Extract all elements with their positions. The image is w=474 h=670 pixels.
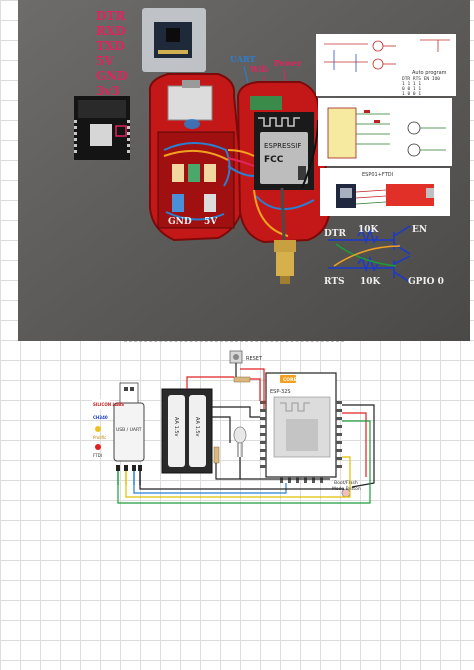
hand-label-resistor-bottom: 10K <box>360 277 382 287</box>
circuit-diagram: RESET USB / UART SILICON LABS CH340 <box>90 347 388 533</box>
pin-label-rxd: RXD <box>96 24 126 38</box>
header-board <box>250 96 282 110</box>
battery-slot-2 <box>188 164 200 182</box>
battery-slot-4 <box>172 194 184 212</box>
auto-program-schematic: Auto program DTR RTS EN IO0 1 1 1 1 0 0 … <box>316 34 456 97</box>
svg-text:0 0 1 1: 0 0 1 1 <box>402 86 421 92</box>
hand-label-dtr: DTR <box>324 229 347 239</box>
usb-chip-logos: SILICON LABS CH340 Prolific FTDI <box>92 399 124 458</box>
pin-label-5v: 5V <box>96 54 114 68</box>
core-badge: CORE <box>283 377 297 383</box>
esp32-module-board: CORE ESP-32S <box>260 372 342 483</box>
boot-button-label-2: Mode Button <box>332 486 361 492</box>
section-divider <box>124 341 344 344</box>
hand-label-rts: RTS <box>324 277 345 287</box>
pin-label-gnd: GND <box>96 69 128 83</box>
gnd-note: GND <box>168 217 192 227</box>
usb-uart-label: USB / UART <box>116 427 142 433</box>
battery-slot-5 <box>204 194 216 212</box>
esp32-title: ESP-32S <box>270 389 291 395</box>
esp01-ftdi-image: ESP01+FTDI <box>320 168 450 216</box>
esp32-bare-module <box>74 96 130 160</box>
battery-slot-3 <box>204 164 216 182</box>
hand-label-en: EN <box>412 225 427 235</box>
svg-text:1 1 1 1: 1 1 1 1 <box>402 81 421 87</box>
battery-holder: AA 1.5v AA 1.5v <box>161 388 213 474</box>
usb-uart-module-bag <box>142 8 206 72</box>
hand-label-resistor-top: 10K <box>358 225 380 235</box>
interconnect-wires <box>227 149 255 177</box>
uart-label: UART <box>230 54 255 64</box>
right-enclosure-half: ESPRESSIF FCC <box>236 81 332 244</box>
module-brand: ESPRESSIF <box>264 142 301 150</box>
5v-note: 5V <box>204 217 218 227</box>
svg-text:DTR RTS EN IO0: DTR RTS EN IO0 <box>402 76 440 82</box>
esp01-ftdi-title: ESP01+FTDI <box>362 172 393 178</box>
resistors <box>213 376 251 464</box>
antenna <box>274 187 296 284</box>
module-fcc: FCC <box>264 155 284 165</box>
battery-2 <box>189 395 206 467</box>
power-label: Power <box>274 58 302 68</box>
left-enclosure-half: GND 5V <box>148 73 246 242</box>
logo-silicon-labs: SILICON LABS <box>93 402 124 407</box>
led <box>233 426 247 457</box>
logo-ftdi: FTDI <box>93 453 102 458</box>
pin-label-dtr: DTR <box>96 9 126 23</box>
pin-label-3v3: 3v3 <box>96 84 120 98</box>
battery-2-label: AA 1.5v <box>194 417 200 437</box>
battery-1 <box>168 395 185 467</box>
circuit-wires <box>117 363 375 504</box>
reset-button: RESET <box>229 350 263 364</box>
pin-label-list: DTR RXD TXD 5V GND 3v3 <box>96 9 128 98</box>
logo-prolific: Prolific <box>93 435 106 440</box>
boot-button-label-1: Boot/Flash <box>334 480 358 486</box>
usb-port-board <box>167 85 213 121</box>
handwritten-reset-diagram: DTR 10K EN RTS 10K GPIO 0 <box>324 225 444 287</box>
usb-uart-adapter: USB / UART <box>113 382 145 485</box>
battery-slot-1 <box>172 164 184 182</box>
hand-label-gpio0: GPIO 0 <box>408 277 444 287</box>
usb-serial-schematic <box>318 98 452 166</box>
auto-program-truth-table: DTR RTS EN IO0 1 1 1 1 0 0 1 1 1 0 0 1 <box>402 76 440 97</box>
battery-1-label: AA 1.5v <box>173 417 179 437</box>
logo-ch340: CH340 <box>93 415 108 420</box>
pin-label-txd: TXD <box>96 39 125 53</box>
reset-label: RESET <box>246 356 263 362</box>
wifi-label: Wifi <box>249 64 268 74</box>
hardware-photo: DTR RXD TXD 5V GND 3v3 <box>18 0 470 341</box>
auto-program-title: Auto program <box>412 70 447 76</box>
svg-text:1 0 0 1: 1 0 0 1 <box>402 91 421 97</box>
